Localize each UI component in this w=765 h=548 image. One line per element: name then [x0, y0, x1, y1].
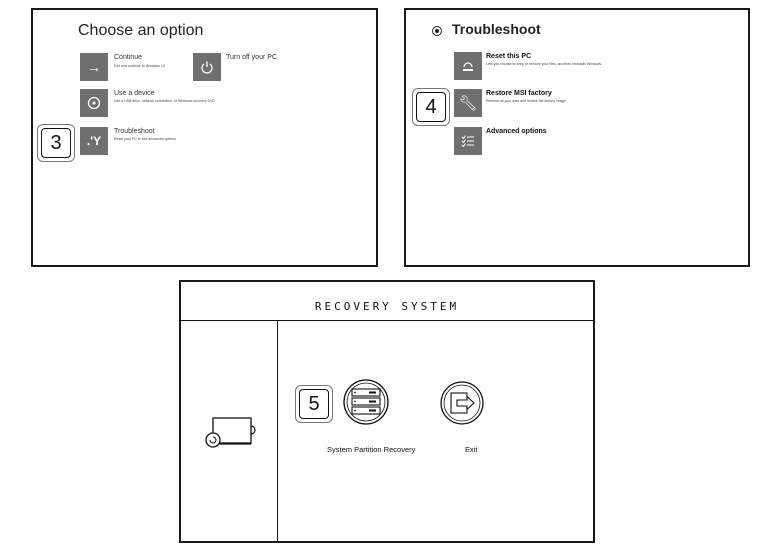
recovery-computer-icon: [205, 417, 256, 448]
choose-option-screen: Choose an option → Continue Exit and con…: [31, 8, 378, 267]
turn-off-tile[interactable]: [193, 53, 221, 81]
restore-msi-desc: Remove all your data and restore the fac…: [486, 99, 566, 103]
troubleshoot-desc: Reset your PC or see advanced options: [114, 137, 176, 141]
turn-off-label: Turn off your PC: [226, 54, 277, 61]
back-icon[interactable]: [432, 26, 442, 36]
sidebar-divider: [277, 321, 278, 541]
exit-button[interactable]: [439, 380, 485, 426]
arrow-right-icon: →: [87, 59, 101, 75]
tools-icon: .'Y: [86, 134, 102, 148]
step-3-marker: 3: [37, 124, 75, 162]
checklist-icon: [461, 135, 474, 148]
recovery-system-screen: RECOVERY SYSTEM 5 System Partition Recov…: [179, 280, 595, 543]
reset-pc-tile[interactable]: [454, 52, 482, 80]
continue-label: Continue: [114, 54, 143, 61]
reset-pc-icon: [463, 62, 473, 71]
reset-pc-desc: Lets you choose to keep or remove your f…: [486, 62, 603, 66]
troubleshoot-tile[interactable]: .'Y: [80, 127, 108, 155]
restore-msi-label: Restore MSI factory: [486, 90, 552, 97]
use-device-label: Use a device: [114, 90, 155, 97]
restore-msi-tile[interactable]: 🔧︎: [454, 89, 482, 117]
exit-label: Exit: [465, 445, 478, 454]
continue-tile[interactable]: →: [80, 53, 108, 81]
step-4-marker: 4: [412, 88, 450, 126]
troubleshoot-title: Troubleshoot: [452, 21, 541, 37]
use-device-desc: Use a USB drive, network connection, or …: [114, 99, 215, 103]
advanced-options-tile[interactable]: [454, 127, 482, 155]
step-5-marker: 5: [295, 385, 333, 423]
header-divider: [181, 320, 593, 321]
advanced-options-label: Advanced options: [486, 128, 547, 135]
continue-desc: Exit and continue to Windows 10: [114, 64, 165, 68]
troubleshoot-screen: Troubleshoot Reset this PC Lets you choo…: [404, 8, 750, 267]
troubleshoot-label: Troubleshoot: [114, 128, 155, 135]
disc-icon: [87, 96, 101, 110]
recovery-title: RECOVERY SYSTEM: [314, 300, 460, 313]
system-partition-recovery-button[interactable]: [342, 378, 390, 426]
system-partition-recovery-label: System Partition Recovery: [327, 445, 416, 454]
power-icon: [201, 61, 213, 74]
choose-option-title: Choose an option: [78, 22, 204, 39]
use-device-tile[interactable]: [80, 89, 108, 117]
wrench-icon: 🔧︎: [458, 95, 478, 112]
reset-pc-label: Reset this PC: [486, 53, 532, 60]
